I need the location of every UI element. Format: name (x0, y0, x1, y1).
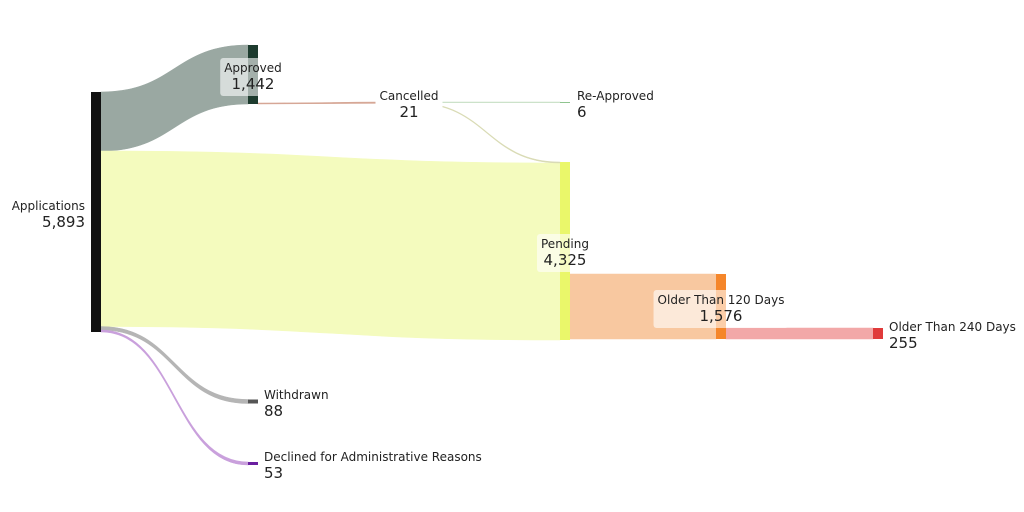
node-name-older120: Older Than 120 Days (658, 293, 785, 307)
node-name-approved: Approved (224, 61, 282, 75)
labels-layer: Applications5,893Approved1,442Cancelled2… (12, 58, 1016, 482)
node-name-cancelled: Cancelled (380, 89, 439, 103)
node-value-pending: 4,325 (544, 251, 587, 269)
node-value-withdrawn: 88 (264, 402, 283, 420)
node-value-applications: 5,893 (42, 213, 85, 231)
node-name-withdrawn: Withdrawn (264, 388, 329, 402)
links-layer (100, 44, 874, 466)
label-background-older120 (653, 290, 789, 328)
label-background-approved (220, 58, 286, 96)
node-applications[interactable] (91, 92, 101, 332)
node-older240[interactable] (873, 328, 883, 339)
node-withdrawn[interactable] (248, 399, 258, 404)
node-value-reapproved: 6 (577, 103, 587, 121)
node-value-cancelled: 21 (399, 103, 418, 121)
link-applications-to-pending[interactable] (100, 150, 561, 341)
node-value-older120: 1,576 (700, 307, 743, 325)
node-value-declined: 53 (264, 464, 283, 482)
link-applications-to-withdrawn[interactable] (100, 326, 249, 404)
label-background-cancelled (375, 86, 443, 124)
link-older120-to-older240[interactable] (725, 327, 874, 340)
node-name-reapproved: Re-Approved (577, 89, 654, 103)
node-name-older240: Older Than 240 Days (889, 320, 1016, 334)
node-name-declined: Declined for Administrative Reasons (264, 450, 482, 464)
node-name-pending: Pending (541, 237, 589, 251)
node-value-approved: 1,442 (232, 75, 275, 93)
node-value-older240: 255 (889, 334, 918, 352)
node-reapproved[interactable] (560, 102, 570, 103)
node-declined[interactable] (248, 462, 258, 465)
node-name-applications: Applications (12, 199, 85, 213)
label-background-pending (537, 234, 593, 272)
